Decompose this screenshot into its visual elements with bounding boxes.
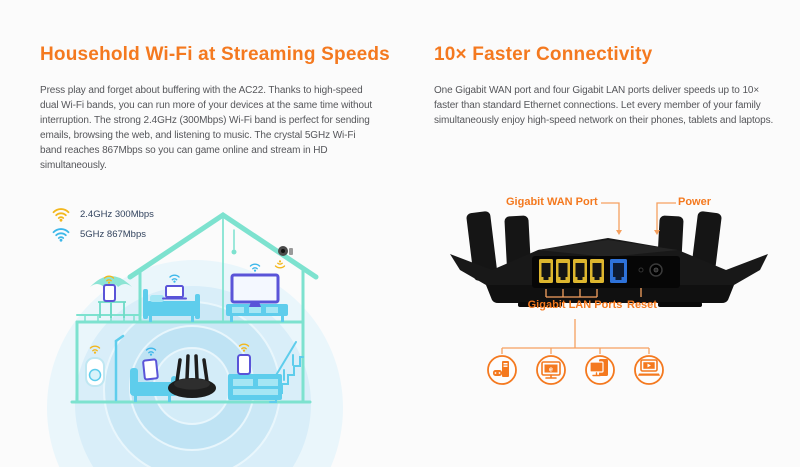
legend-row-24ghz: 2.4GHz 300Mbps	[52, 204, 154, 224]
power-label: Power	[678, 196, 712, 208]
laptop-device	[162, 274, 187, 300]
tv	[230, 263, 280, 307]
label-leader-lines	[501, 202, 676, 354]
house-illustration	[47, 211, 343, 467]
smartphone	[237, 343, 251, 375]
smart-appliance	[85, 345, 105, 387]
wan-port	[610, 259, 627, 283]
media-cabinet	[228, 374, 282, 400]
leader-arrowheads	[616, 230, 660, 235]
reset-label: Reset	[627, 299, 657, 311]
lan-ports	[539, 259, 604, 283]
legend-row-5ghz: 5GHz 867Mbps	[52, 224, 154, 244]
reset-button	[638, 267, 644, 273]
connected-device-icons: e	[487, 355, 664, 385]
hanging-lamp	[231, 249, 237, 255]
desktop-internet-icon: e	[541, 361, 561, 379]
router-ports-figure: e Gigabit WAN Port Power	[440, 190, 780, 467]
left-heading: Household Wi-Fi at Streaming Speeds	[40, 44, 390, 65]
balcony-tablet	[103, 275, 116, 302]
dual-screens-icon	[589, 359, 608, 377]
router-body	[450, 238, 768, 307]
section-connectivity: 10× Faster Connectivity One Gigabit WAN …	[434, 44, 782, 128]
wifi-5ghz-icon	[52, 227, 70, 242]
house-coverage-figure: 2.4GHz 300Mbps 5GHz 867Mbps	[30, 190, 380, 467]
lan-ports-label: Gigabit LAN Ports	[527, 299, 623, 311]
wan-port-label: Gigabit WAN Port	[506, 196, 598, 208]
house-router	[168, 354, 216, 398]
wifi-legend: 2.4GHz 300Mbps 5GHz 867Mbps	[52, 204, 154, 244]
wifi-24ghz-icon	[52, 207, 70, 222]
svg-text:e: e	[549, 366, 553, 373]
shower-fixture	[114, 334, 125, 402]
house-outline	[70, 211, 319, 404]
security-camera	[274, 246, 293, 269]
tv-cabinet	[226, 304, 288, 322]
left-body-text: Press play and forget about buffering wi…	[40, 85, 373, 171]
right-body-text: One Gigabit WAN port and four Gigabit LA…	[434, 85, 774, 126]
power-jack	[649, 263, 663, 277]
sofa-tablet	[142, 358, 159, 381]
section-wifi-speeds: Household Wi-Fi at Streaming Speeds Pres…	[40, 44, 390, 173]
right-heading: 10× Faster Connectivity	[434, 44, 653, 65]
router-rear-illustration: e	[450, 202, 768, 385]
laptop-video-icon	[638, 359, 660, 376]
sofa-tablet-wifi	[145, 347, 157, 356]
bed	[143, 289, 200, 322]
gaming-pc-icon	[493, 361, 509, 377]
legend-label-5ghz: 5GHz 867Mbps	[80, 228, 147, 240]
legend-label-24ghz: 2.4GHz 300Mbps	[80, 208, 154, 220]
